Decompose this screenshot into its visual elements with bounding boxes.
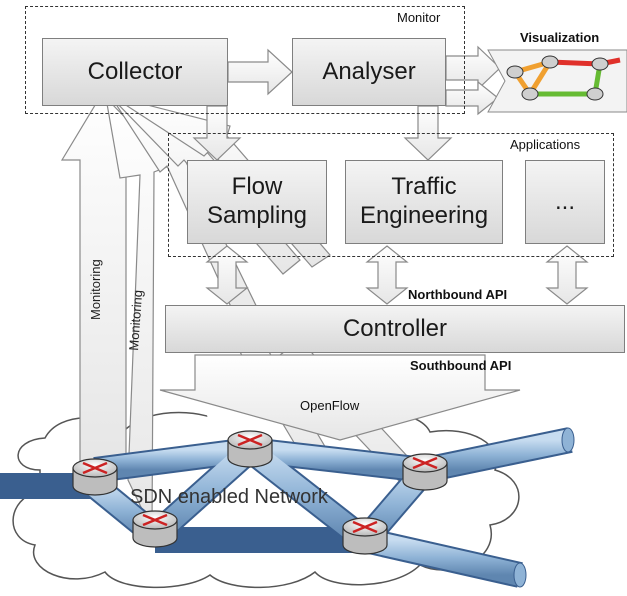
controller-label: Controller xyxy=(342,314,448,342)
southbound-api-label: Southbound API xyxy=(410,358,512,373)
openflow-arrow xyxy=(159,354,521,441)
traffic-engineering-line-2: Engineering xyxy=(359,202,489,229)
flow-sampling-line-1: Flow xyxy=(231,173,283,201)
northbound-arrows xyxy=(205,245,589,305)
monitor-group xyxy=(25,6,465,114)
openflow-label: OpenFlow xyxy=(300,398,360,413)
visualization-graph xyxy=(487,49,627,113)
flow-sampling-line-2: Sampling xyxy=(206,202,308,229)
analyser-to-viz-arrow-2 xyxy=(445,80,499,116)
visualization-label: Visualization xyxy=(520,30,600,45)
northbound-api-label: Northbound API xyxy=(408,287,508,302)
flow-sampling-box: Flow Sampling xyxy=(187,160,327,244)
analyser-box: Analyser xyxy=(292,38,446,106)
router-icon xyxy=(132,510,178,548)
router-icon xyxy=(227,430,273,468)
controller-box: Controller xyxy=(165,305,625,353)
traffic-engineering-line-1: Traffic xyxy=(391,173,457,201)
network-label: SDN enabled Network xyxy=(130,486,328,508)
more-apps-box: ... xyxy=(525,160,605,244)
monitoring-label-1: Monitoring xyxy=(88,259,103,320)
monitor-label: Monitor xyxy=(397,10,441,25)
router-icon xyxy=(72,458,118,496)
collector-to-analyser-arrow xyxy=(227,48,293,96)
applications-label: Applications xyxy=(510,137,581,152)
analyser-to-viz-arrow-1 xyxy=(445,45,501,91)
analyser-label: Analyser xyxy=(322,57,416,85)
applications-group xyxy=(168,133,614,257)
router-icon xyxy=(402,453,448,491)
router-icon xyxy=(342,517,388,555)
more-apps-label: ... xyxy=(554,187,575,215)
traffic-engineering-box: Traffic Engineering xyxy=(345,160,503,244)
collector-box: Collector xyxy=(42,38,228,106)
collector-label: Collector xyxy=(87,57,183,85)
routers xyxy=(72,430,448,555)
